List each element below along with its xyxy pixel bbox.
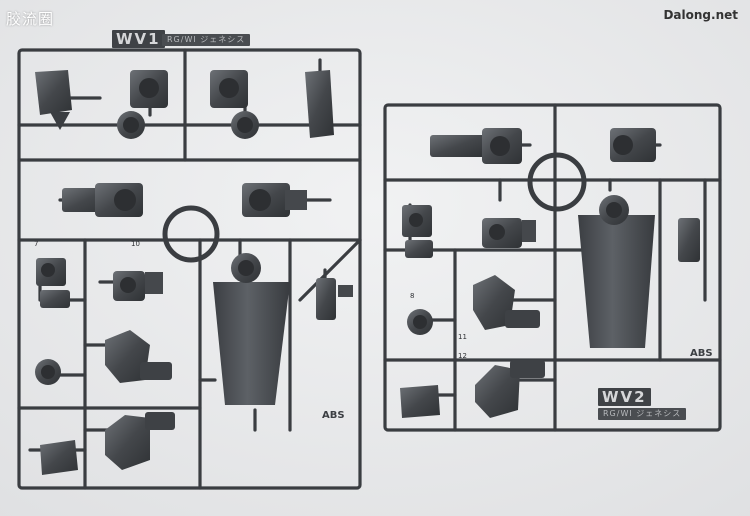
runner-subtitle-tag: RG/WI ジェネシス [598,408,687,420]
gate-number: 8 [410,292,415,300]
material-label: ABS [322,410,345,421]
gate-number: 12 [458,352,467,360]
parts-wv1 [35,70,353,475]
gate-number: 10 [131,240,140,248]
gate-number: 7 [34,240,39,248]
parts-wv2 [400,128,700,418]
watermark-right: Dalong.net [663,8,738,22]
watermark-left: 胶流圈 [6,10,55,28]
runner-id-tag: WV2 [598,388,651,406]
runner-subtitle-tag: RG/WI ジェネシス [162,34,251,46]
gate-number: 11 [458,333,467,341]
runner-ring [162,205,220,263]
runner-ring [527,152,587,212]
runner-id-tag: WV1 [112,30,165,48]
material-label: ABS [690,348,713,359]
